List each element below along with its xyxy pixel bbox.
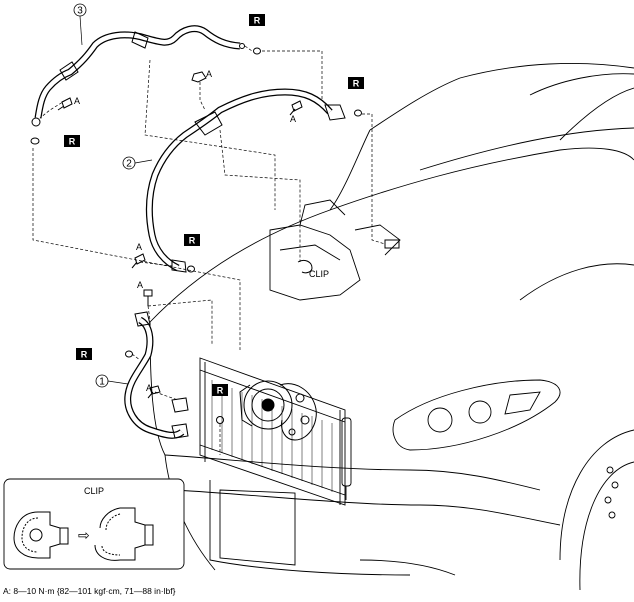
- hose-2: [145, 88, 346, 273]
- fastener-label: A: [74, 96, 80, 106]
- svg-text:R: R: [69, 137, 76, 147]
- replace-marker: R: [184, 234, 200, 246]
- o-ring: [30, 137, 40, 145]
- o-ring: [187, 265, 195, 273]
- o-ring: [354, 109, 362, 117]
- nut: [191, 71, 207, 83]
- clip-closed-icon: [13, 511, 69, 559]
- clip-part: [297, 259, 313, 274]
- fastener-label: A: [206, 69, 212, 79]
- vehicle-body: [149, 62, 634, 591]
- bolt: [131, 253, 146, 269]
- bolt: [147, 385, 161, 399]
- svg-text:2: 2: [126, 159, 132, 170]
- replace-marker: R: [76, 348, 92, 360]
- clip-open-icon: [94, 507, 154, 561]
- svg-text:R: R: [353, 79, 360, 89]
- fastener-label: A: [146, 383, 152, 393]
- inset-title: CLIP: [84, 486, 104, 496]
- hose-1: [124, 311, 189, 439]
- fastener-label: A: [136, 242, 142, 252]
- svg-text:R: R: [217, 386, 224, 396]
- svg-text:3: 3: [77, 6, 83, 17]
- condenser: [199, 357, 352, 506]
- bolt: [57, 97, 73, 111]
- fasteners: [30, 47, 400, 424]
- o-ring: [253, 47, 261, 55]
- replace-marker: R: [348, 77, 364, 89]
- replace-marker: R: [212, 384, 228, 396]
- fastener-label: A: [290, 114, 296, 124]
- hose-3: [31, 25, 245, 127]
- compressor: [239, 380, 317, 441]
- arrow-icon: ⇨: [78, 527, 90, 543]
- clip-inset: CLIP ⇨: [3, 478, 185, 570]
- o-ring: [125, 350, 133, 358]
- svg-text:R: R: [189, 236, 196, 246]
- bracket: [384, 239, 400, 249]
- replace-marker: R: [249, 14, 265, 26]
- clip-label: CLIP: [309, 269, 329, 279]
- bolt: [143, 289, 153, 306]
- fastener-label: A: [137, 280, 143, 290]
- torque-spec: A: 8—10 N·m {82—101 kgf·cm, 71—88 in·lbf…: [3, 586, 176, 596]
- svg-text:R: R: [81, 350, 88, 360]
- replace-marker: R: [64, 135, 80, 147]
- o-ring: [216, 416, 224, 424]
- leader-lines: [32, 45, 386, 455]
- callout-part-3: 3: [73, 3, 87, 46]
- svg-text:1: 1: [99, 377, 105, 388]
- svg-text:R: R: [254, 16, 261, 26]
- bolt: [289, 100, 303, 116]
- callout-part-1: 1: [95, 374, 129, 388]
- callout-part-2: 2: [122, 156, 153, 170]
